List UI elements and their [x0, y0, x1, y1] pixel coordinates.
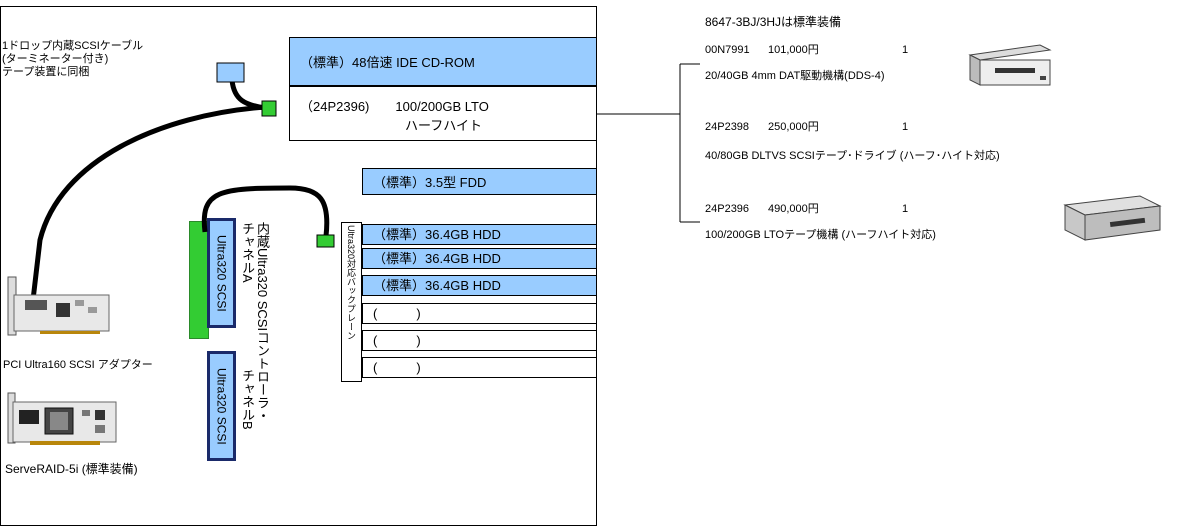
- hdd-slot-label: （標準）36.4GB HDD: [373, 278, 501, 293]
- hdd-slot-5: ( ): [362, 330, 597, 351]
- channel-b-label: チャネルB: [240, 369, 255, 430]
- options-connector-line: [597, 63, 700, 223]
- lto-bay-label-line2: ハーフハイト: [405, 118, 482, 133]
- terminator-box: [216, 62, 245, 83]
- serveraid-label: ServeRAID-5i (標準装備): [5, 462, 138, 476]
- serveraid-card-image: [7, 392, 117, 445]
- hdd-slot-label: （標準）36.4GB HDD: [373, 251, 501, 266]
- channel-b-box: Ultra320 SCSI: [207, 351, 236, 461]
- cdrom-bay-label: （標準）48倍速 IDE CD-ROM: [300, 55, 475, 70]
- hdd-slot-3: （標準）36.4GB HDD: [362, 275, 597, 296]
- hdd-slot-label: ( ): [373, 306, 421, 321]
- diagram-lines: [7, 44, 1162, 445]
- hdd-slot-label: ( ): [373, 333, 421, 348]
- hdd-slot-label: ( ): [373, 360, 421, 375]
- lto-price: 490,000円: [768, 203, 819, 215]
- dat-part-number: 00N7991: [705, 44, 750, 56]
- lto-green-connector: [261, 100, 277, 117]
- backplane-green-connector: [316, 234, 335, 248]
- channel-a-box: Ultra320 SCSI: [207, 218, 236, 328]
- scsi-cable-main: [30, 104, 268, 303]
- fdd-bay-label: （標準）3.5型 FDD: [373, 175, 487, 190]
- cable-note-line1: 1ドロップ内蔵SCSIケーブル: [2, 40, 144, 52]
- fdd-bay: （標準）3.5型 FDD: [362, 168, 597, 195]
- dat-qty: 1: [902, 44, 909, 56]
- dlt-price: 250,000円: [768, 121, 819, 133]
- channel-a-box-label: Ultra320 SCSI: [214, 234, 229, 312]
- lto-qty: 1: [902, 203, 909, 215]
- lto-description: 100/200GB LTOテープ機構 (ハーフハイト対応): [705, 229, 936, 241]
- dat-drive-image: [968, 44, 1052, 86]
- dat-price: 101,000円: [768, 44, 819, 56]
- scsi-cable-stub: [229, 79, 266, 111]
- controller-label: 内蔵Ultra320 SCSIコントローラ・: [255, 222, 270, 423]
- channel-a-cable: [201, 185, 330, 237]
- lto-bay: （24P2396) 100/200GB LTO ハーフハイト: [289, 86, 597, 141]
- options-header: 8647-3BJ/3HJは標準装備: [705, 15, 842, 29]
- dlt-description: 40/80GB DLTVS SCSIテープ･ドライブ (ハーフ･ハイト対応): [705, 150, 1000, 162]
- scsi-adapter-label: PCI Ultra160 SCSI アダプター: [3, 359, 153, 371]
- channel-b-box-label: Ultra320 SCSI: [214, 367, 229, 445]
- dat-description: 20/40GB 4mm DAT駆動機構(DDS-4): [705, 70, 885, 82]
- hdd-slot-1: （標準）36.4GB HDD: [362, 224, 597, 245]
- scsi-adapter-card-image: [7, 276, 110, 336]
- lto-part-number: 24P2396: [705, 203, 750, 215]
- lto-bay-label-line1: （24P2396) 100/200GB LTO: [300, 99, 489, 114]
- hdd-slot-label: （標準）36.4GB HDD: [373, 227, 501, 242]
- backplane-label: Ultra320対応バックプレーン: [346, 225, 356, 341]
- cable-note-line3: テープ装置に同梱: [2, 66, 90, 78]
- lto-drive-image: [1063, 195, 1162, 241]
- dlt-part-number: 24P2398: [705, 121, 750, 133]
- hdd-slot-2: （標準）36.4GB HDD: [362, 248, 597, 269]
- backplane: [341, 222, 362, 382]
- dlt-qty: 1: [902, 121, 909, 133]
- hdd-slot-4: ( ): [362, 303, 597, 324]
- channel-a-label: チャネルA: [240, 222, 255, 283]
- cdrom-bay: （標準）48倍速 IDE CD-ROM: [289, 37, 597, 86]
- cable-note-line2: (ターミネーター付き): [2, 53, 109, 65]
- hdd-slot-6: ( ): [362, 357, 597, 378]
